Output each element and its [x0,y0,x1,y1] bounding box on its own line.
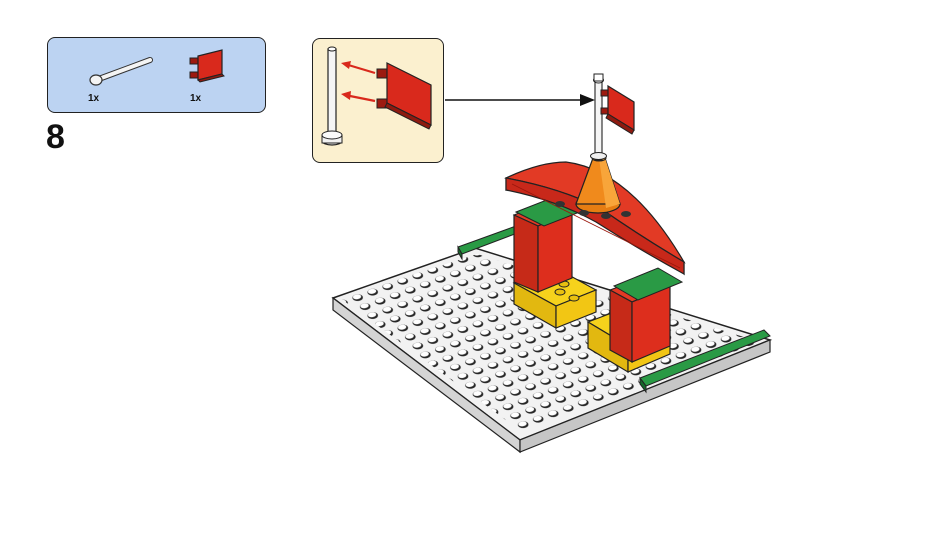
red-flag-tile [376,62,432,130]
green-plates [457,225,771,394]
orange-cone [555,154,631,219]
parts-list-callout: 1x 1x [47,37,266,113]
part-2-quantity: 1x [190,93,202,104]
step-number: 8 [46,118,65,156]
red-flag-tile-icon [189,49,225,83]
antenna-with-flag [590,73,635,161]
antenna-piece-icon [89,57,153,86]
placement-arrow [445,94,595,106]
part-1-quantity: 1x [88,93,100,104]
flag-assembly-illustration [321,46,432,146]
baseplate [331,247,773,454]
attach-arrows [341,61,376,103]
antenna-piece [321,46,343,146]
sub-assembly-callout [312,38,444,163]
